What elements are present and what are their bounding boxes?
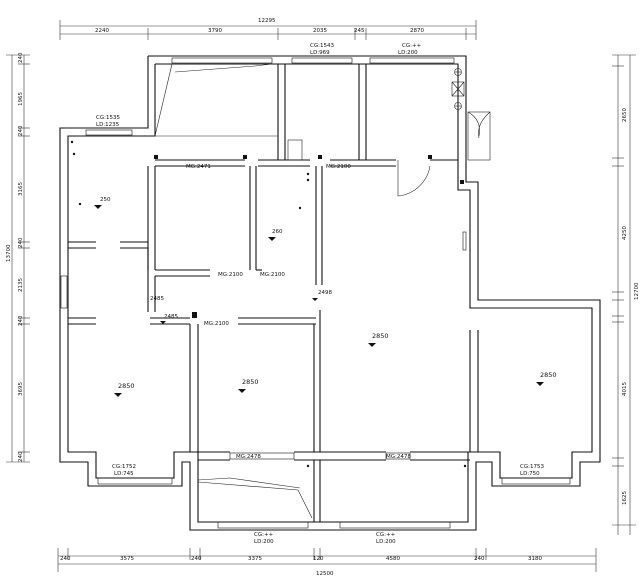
bottom-mid1-cg: CG:++ xyxy=(254,532,274,538)
bottom-mid1-ld: LD:200 xyxy=(254,539,274,545)
door-mg-2100-d: MG:2100 xyxy=(204,321,229,327)
top-seg-4: 245 xyxy=(354,28,365,34)
level-small-1: 2485 xyxy=(150,296,164,302)
left-seg-5: 240 xyxy=(18,237,24,248)
top-mid-ld: LD:969 xyxy=(310,50,330,56)
bottom-dimension: 240 3575 240 3375 120 4580 240 3180 1250… xyxy=(57,548,597,577)
right-dimension: 2650 4250 4015 1625 12700 xyxy=(612,54,640,535)
level-bedroom-left: 2850 xyxy=(118,382,135,390)
door-mg-2478-a: MG:2478 xyxy=(236,454,261,460)
door-mg-2100-a: MG:2100 xyxy=(326,164,351,170)
top-right-ld: LD:200 xyxy=(398,50,418,56)
left-total-label: 13700 xyxy=(6,244,12,262)
bottom-seg-1: 240 xyxy=(60,556,71,562)
level-bath-1: 250 xyxy=(100,197,111,203)
left-seg-7: 240 xyxy=(18,315,24,326)
top-right-cg: CG:++ xyxy=(402,43,422,49)
left-seg-3: 240 xyxy=(18,125,24,136)
level-bedroom-mid: 2850 xyxy=(242,378,259,386)
marks xyxy=(70,140,467,468)
top-seg-3: 2035 xyxy=(313,28,327,34)
level-bath-2: 260 xyxy=(272,229,283,235)
left-seg-6: 2135 xyxy=(18,278,24,292)
left-seg-2: 1965 xyxy=(18,92,24,106)
top-dimension: 12295 2240 3790 2035 245 2870 xyxy=(59,18,477,40)
left-room-cg: CG:1535 xyxy=(96,115,120,121)
left-room-ld: LD:1235 xyxy=(96,122,120,128)
bottom-seg-5: 120 xyxy=(313,556,324,562)
top-seg-2: 3790 xyxy=(208,28,222,34)
bottom-seg-2: 3575 xyxy=(120,556,134,562)
bottom-right-cg: CG:1753 xyxy=(520,464,544,470)
right-seg-1: 2650 xyxy=(622,108,628,122)
right-extra-label: 12700 xyxy=(634,282,640,300)
opening-labels: CG:1543 LD:969 CG:++ LD:200 CG:1535 LD:1… xyxy=(96,43,544,545)
door-mg-2100-c: MG:2100 xyxy=(260,272,285,278)
interior-walls xyxy=(68,64,479,522)
level-labels: 2850 2850 2850 2850 2485 2485 2498 250 2… xyxy=(94,197,557,397)
windows xyxy=(60,57,571,529)
bottom-seg-8: 3180 xyxy=(528,556,542,562)
bottom-mid2-cg: CG:++ xyxy=(376,532,396,538)
left-seg-9: 240 xyxy=(18,451,24,462)
bottom-mid2-ld: LD:200 xyxy=(376,539,396,545)
top-total-label: 12295 xyxy=(258,18,276,24)
door-mg-2478-b: MG:2478 xyxy=(386,454,411,460)
left-seg-8: 3695 xyxy=(18,382,24,396)
door-mg-2100-b: MG:2100 xyxy=(218,272,243,278)
left-seg-4: 3165 xyxy=(18,182,24,196)
bottom-seg-7: 240 xyxy=(474,556,485,562)
bottom-total-label: 12500 xyxy=(316,571,334,577)
bottom-seg-4: 3375 xyxy=(248,556,262,562)
level-bedroom-right: 2850 xyxy=(540,371,557,379)
right-seg-2: 4250 xyxy=(622,226,628,240)
right-seg-3: 4015 xyxy=(622,382,628,396)
top-mid-cg: CG:1543 xyxy=(310,43,334,49)
door-labels: MG:2471 MG:2100 MG:2100 MG:2100 MG:2100 … xyxy=(186,164,411,460)
bottom-right-ld: LD:750 xyxy=(520,471,540,477)
level-small-3: 2498 xyxy=(318,290,332,296)
left-seg-1: 240 xyxy=(18,52,24,63)
door-mg-2471: MG:2471 xyxy=(186,164,211,170)
bottom-seg-6: 4580 xyxy=(386,556,400,562)
right-seg-4: 1625 xyxy=(622,491,628,505)
bottom-seg-3: 240 xyxy=(191,556,202,562)
bottom-left-cg: CG:1752 xyxy=(112,464,136,470)
left-dimension: 13700 240 1965 240 3165 240 2135 240 369… xyxy=(6,52,30,463)
top-seg-1: 2240 xyxy=(95,28,109,34)
bottom-left-ld: LD:745 xyxy=(114,471,134,477)
level-small-2: 2485 xyxy=(164,314,178,320)
level-living: 2850 xyxy=(372,332,389,340)
top-seg-5: 2870 xyxy=(410,28,424,34)
fixtures xyxy=(154,63,491,519)
